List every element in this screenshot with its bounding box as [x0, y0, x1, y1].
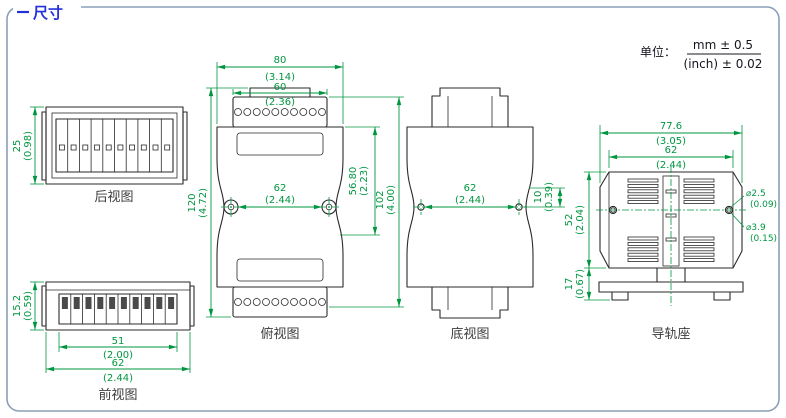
unit-label: 单位： — [640, 44, 676, 59]
dim-rail-inner-width-in: (2.44) — [656, 160, 686, 171]
rail-mount-dimensions: 77.6 (3.05) 62 (2.44) 52 (2.04) 17 (0.67… — [564, 121, 777, 301]
rail-mount-outline — [596, 166, 746, 306]
bottom-view-outline — [406, 87, 534, 319]
bottom-body-outline — [406, 126, 534, 288]
bottom-bottom-cap — [431, 287, 509, 319]
dim-rail-hole-large: ⌀3.9 — [746, 223, 766, 233]
top-label-recess-upper — [236, 132, 324, 156]
dim-bottom-screw-span-mm: 62 — [464, 183, 477, 194]
dim-rail-hole-small: ⌀2.5 — [746, 189, 766, 199]
rear-view: 25 (0.98) 后视图 — [12, 106, 188, 205]
dim-bottom-screw-span-in: (2.44) — [455, 195, 485, 206]
dim-front-outer-width-in: (2.44) — [103, 373, 133, 384]
front-view-label: 前视图 — [98, 387, 137, 403]
dim-top-height-mm: 120 — [187, 193, 198, 212]
dim-front-outer-width-mm: 62 — [112, 358, 125, 369]
unit-mm: mm ± 0.5 — [693, 38, 753, 52]
dim-rail-clip-height-mm: 17 — [564, 278, 575, 291]
dim-top-terminal-width-in: (2.36) — [265, 97, 295, 108]
bottom-top-cap — [431, 87, 509, 127]
top-view: 80 (3.14) 60 (2.36) 120 (4.72) 62 (2.44)… — [187, 55, 404, 342]
top-body-outline — [216, 126, 344, 288]
title-mask — [13, 0, 81, 18]
dim-top-body-height-in: (2.23) — [359, 166, 370, 196]
rear-view-dimensions: 25 (0.98) — [12, 106, 44, 185]
top-view-label: 俯视图 — [260, 326, 299, 342]
rear-view-outline — [41, 106, 188, 185]
bottom-view-label: 底视图 — [450, 326, 489, 342]
dim-top-body-height-mm: 56.80 — [348, 167, 359, 196]
top-view-outline — [216, 87, 344, 318]
dim-top-case-height-in: (4.00) — [386, 185, 397, 215]
bottom-view-dimensions: 62 (2.44) 10 (0.39) — [424, 182, 565, 212]
dim-top-outer-width-in: (3.14) — [265, 72, 295, 83]
dim-rail-height-in: (2.04) — [575, 205, 586, 235]
dim-rail-hole-small-in: (0.09) — [750, 200, 777, 210]
dim-rail-inner-width-mm: 62 — [665, 145, 678, 156]
dim-rail-outer-width-mm: 77.6 — [660, 121, 682, 132]
dim-rear-height-mm: 25 — [12, 140, 23, 153]
dim-bottom-offset-mm: 10 — [533, 191, 544, 204]
dim-front-inner-width-mm: 51 — [112, 336, 125, 347]
dim-front-height-mm: 15.2 — [12, 295, 23, 317]
panel-frame: 尺寸 单位： mm ± 0.5 (inch) ± 0.02 — [6, 0, 780, 412]
dim-rear-height-in: (0.98) — [23, 131, 34, 161]
top-terminal-strip-lower — [232, 286, 328, 318]
rear-view-label: 后视图 — [94, 190, 133, 205]
top-label-recess-lower — [236, 258, 324, 282]
dim-top-terminal-width-mm: 60 — [274, 82, 287, 93]
unit-note: 单位： mm ± 0.5 (inch) ± 0.02 — [640, 38, 762, 71]
rail-mount-view: 77.6 (3.05) 62 (2.44) 52 (2.04) 17 (0.67… — [564, 121, 777, 342]
dim-bottom-offset-in: (0.39) — [544, 182, 555, 212]
dim-front-inner-width-in: (2.00) — [103, 350, 133, 361]
rail-mount-label: 导轨座 — [651, 327, 690, 342]
dim-rail-outer-width-in: (3.05) — [656, 136, 686, 147]
unit-inch: (inch) ± 0.02 — [684, 57, 763, 71]
page-title: 尺寸 — [33, 4, 63, 22]
top-view-dimensions: 80 (3.14) 60 (2.36) 120 (4.72) 62 (2.44)… — [187, 55, 404, 318]
dim-rail-clip-height-in: (0.67) — [575, 269, 586, 299]
dim-rail-hole-large-in: (0.15) — [750, 234, 777, 244]
bottom-view: 62 (2.44) 10 (0.39) 底视图 — [406, 87, 565, 342]
dim-top-height-in: (4.72) — [198, 188, 209, 218]
front-view-dimensions: 15.2 (0.59) 51 (2.00) 62 (2.44) — [12, 281, 191, 384]
dim-top-screw-span-in: (2.44) — [265, 195, 295, 206]
dim-top-outer-width-mm: 80 — [274, 55, 287, 66]
dim-front-height-in: (0.59) — [23, 291, 34, 321]
front-view-outline — [41, 281, 195, 331]
dim-top-screw-span-mm: 62 — [274, 183, 287, 194]
dim-top-case-height-mm: 102 — [375, 190, 386, 209]
front-view: 15.2 (0.59) 51 (2.00) 62 (2.44) 前视图 — [12, 281, 195, 403]
dim-rail-height-mm: 52 — [564, 214, 575, 227]
